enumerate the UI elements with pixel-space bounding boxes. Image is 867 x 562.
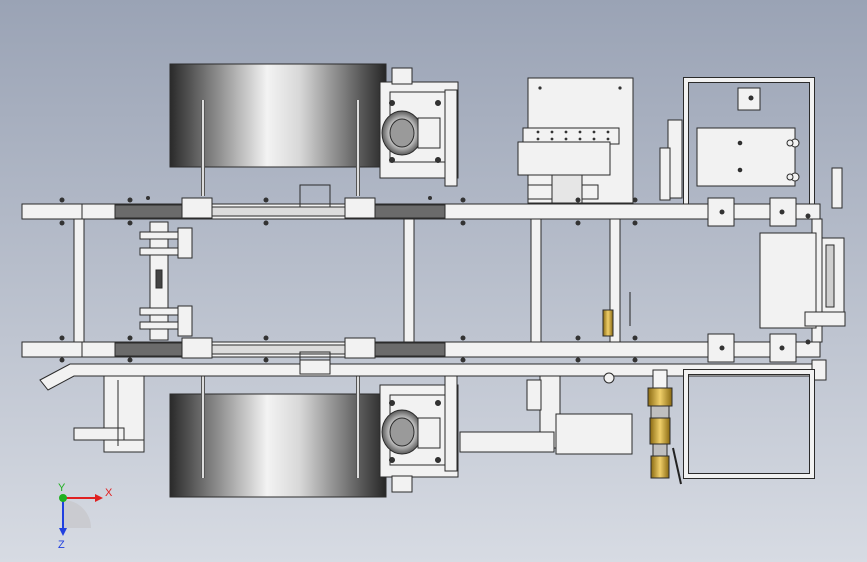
vertical-post[interactable] bbox=[831, 167, 843, 209]
tire-upper[interactable] bbox=[169, 63, 387, 196]
triad-plane bbox=[63, 500, 91, 528]
bolt-heads bbox=[59, 196, 811, 363]
x-axis-arrowhead bbox=[95, 494, 103, 502]
y-axis-dot bbox=[59, 494, 67, 502]
x-axis-label: X bbox=[105, 487, 113, 499]
control-bracket-top[interactable] bbox=[517, 77, 634, 204]
y-axis-label: Y bbox=[58, 482, 66, 494]
sensor-small[interactable] bbox=[602, 292, 631, 384]
battery-frame-bottom[interactable] bbox=[683, 369, 815, 479]
z-axis-arrowhead bbox=[59, 528, 67, 536]
tire-lower[interactable] bbox=[169, 372, 387, 498]
controller-box[interactable] bbox=[759, 232, 846, 329]
steering-linkage[interactable] bbox=[139, 221, 193, 341]
frame-rail-lower[interactable] bbox=[21, 333, 821, 375]
brass-valve[interactable] bbox=[647, 369, 682, 485]
hub-motor-lower[interactable] bbox=[379, 374, 459, 493]
hub-motor-upper[interactable] bbox=[379, 67, 459, 187]
axis-triad[interactable]: X Y Z bbox=[58, 482, 113, 551]
lower-center-bracket[interactable] bbox=[459, 375, 633, 455]
z-axis-label: Z bbox=[58, 539, 65, 551]
frame-rail-upper[interactable] bbox=[21, 184, 821, 227]
lower-left-bracket[interactable] bbox=[73, 375, 145, 453]
